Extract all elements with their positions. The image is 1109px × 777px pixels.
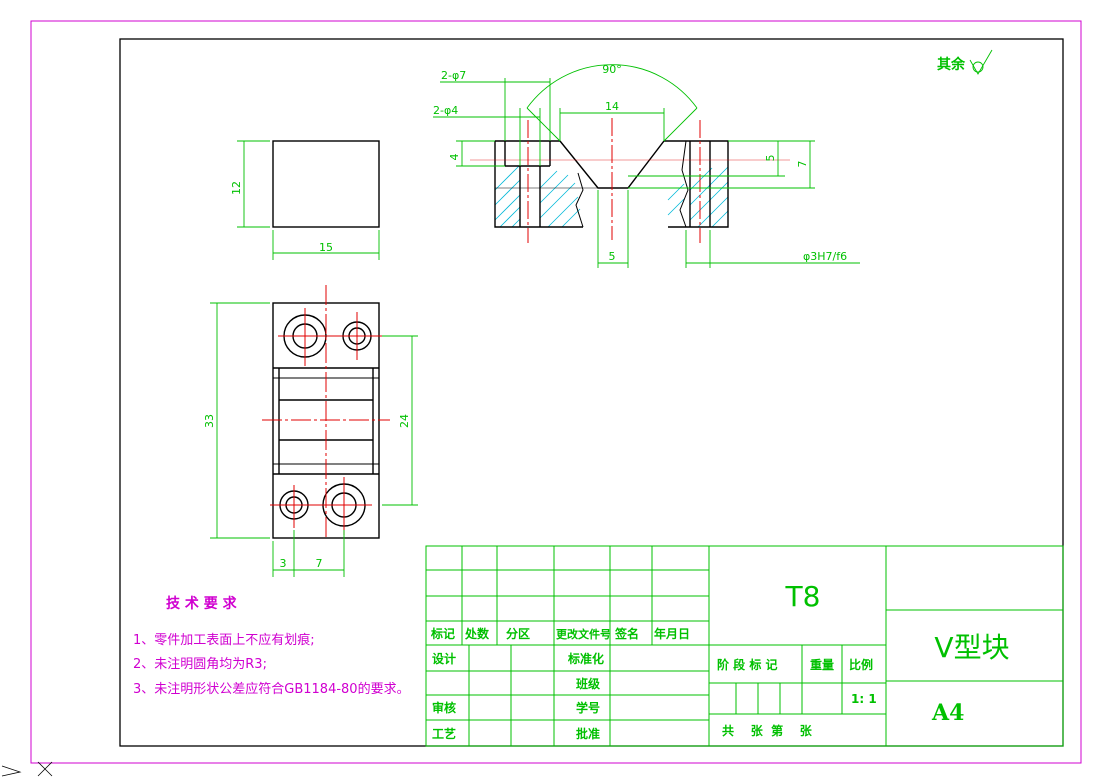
dim-depth4: 4 [448, 154, 461, 161]
note-item-3: 3、未注明形状公差应符合GB1184-80的要求。 [133, 681, 410, 697]
tb-std: 标准化 [567, 651, 604, 666]
tb-h-count: 处数 [464, 626, 490, 641]
tb-h-doc: 更改文件号 [556, 627, 611, 641]
tb-sheets: 共 张 第 张 [722, 723, 813, 738]
tb-material: T8 [785, 580, 821, 613]
tb-h-date: 年月日 [654, 626, 690, 641]
tb-stage: 阶 段 标 记 [717, 657, 778, 672]
tb-approve: 批准 [576, 726, 600, 741]
tb-craft: 工艺 [432, 726, 456, 741]
roughness-icon [969, 49, 993, 75]
dim-plan-height: 33 [203, 414, 216, 428]
dim-hole7: 2-φ7 [441, 69, 466, 82]
note-item-2: 2、未注明圆角均为R3; [133, 657, 267, 672]
tb-part-name: V型块 [934, 631, 1009, 664]
dim-bottom5: 5 [609, 250, 616, 263]
dim-front-height: 12 [230, 181, 243, 195]
tb-h-mark: 标记 [430, 626, 455, 641]
plan-view: 33 24 3 7 [203, 285, 418, 577]
dim-groove-top: 14 [605, 100, 619, 113]
dim-height7: 7 [796, 161, 809, 168]
tb-scale: 1: 1 [851, 692, 877, 706]
dim-fit: φ3H7/f6 [803, 250, 847, 263]
dim-plan-inner: 24 [398, 414, 411, 428]
dim-plan-x2: 7 [316, 557, 323, 570]
tb-ratio: 比例 [849, 657, 873, 672]
tb-check: 审核 [432, 700, 456, 715]
dim-angle: 90° [602, 63, 622, 76]
tb-sheet-size: A4 [931, 700, 964, 726]
notes-title: 技 术 要 求 [166, 595, 238, 612]
tb-design: 设计 [432, 651, 456, 666]
surface-note: 其余 [937, 56, 966, 73]
dim-hole4: 2-φ4 [433, 104, 458, 117]
tb-weight: 重量 [810, 657, 834, 672]
tb-id: 学号 [576, 700, 600, 715]
dim-plan-x1: 3 [280, 557, 287, 570]
tb-h-sign: 签名 [614, 626, 639, 641]
tb-grade: 班级 [576, 676, 600, 691]
technical-requirements: 技 术 要 求 1、零件加工表面上不应有划痕; 2、未注明圆角均为R3; 3、未… [133, 595, 410, 697]
side-view: 12 15 [230, 140, 380, 260]
title-block: 标记 处数 分区 更改文件号 签名 年月日 设计 标准化 班级 审核 学号 工艺… [425, 545, 1064, 747]
dim-depth5: 5 [764, 155, 777, 162]
ucs-icon [1, 761, 53, 777]
tb-h-zone: 分区 [506, 626, 530, 641]
section-view: 2-φ7 2-φ4 90° 14 4 5 7 5 [433, 63, 860, 268]
dim-front-width: 15 [319, 241, 333, 254]
sheet-outer-border [30, 20, 1082, 764]
note-item-1: 1、零件加工表面上不应有划痕; [133, 632, 315, 648]
